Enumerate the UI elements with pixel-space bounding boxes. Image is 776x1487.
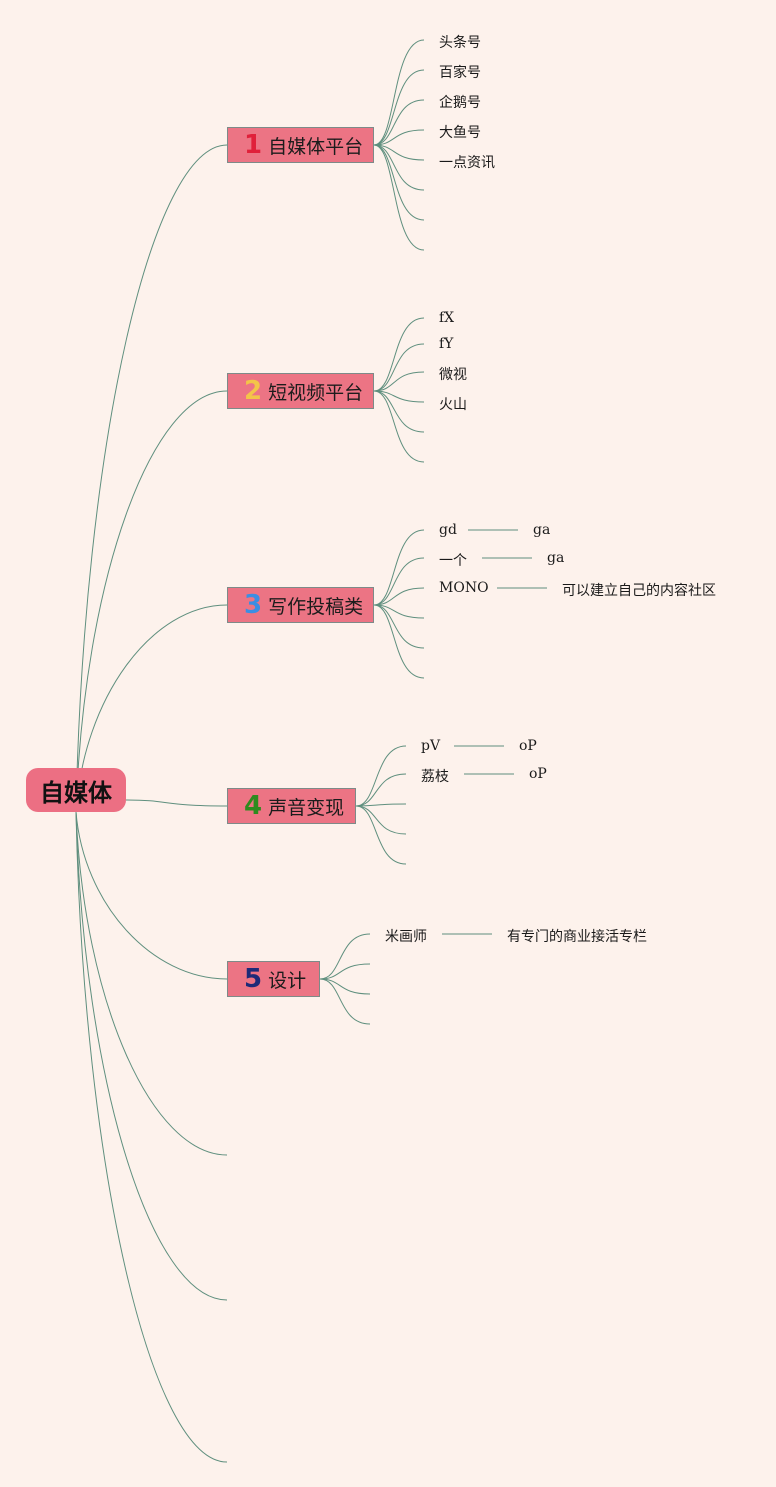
branch-connector bbox=[373, 371, 425, 392]
sub-leaf-item[interactable]: 有专门的商业接活专栏 bbox=[507, 929, 647, 945]
leaf-item[interactable]: 大鱼号 bbox=[439, 125, 481, 141]
branch-label-5: 设计 bbox=[268, 969, 307, 992]
branch-number-4: 4 bbox=[244, 791, 263, 821]
branch-number-5: 5 bbox=[244, 964, 263, 994]
leaf-item[interactable]: fX bbox=[439, 310, 455, 326]
branch-connector bbox=[355, 803, 407, 807]
branch-connector bbox=[355, 805, 407, 865]
root-connector bbox=[75, 390, 228, 813]
branch-node-1[interactable]: 1 自媒体平台 bbox=[227, 127, 374, 163]
leaf-item[interactable]: 企鹅号 bbox=[439, 95, 481, 111]
root-connector bbox=[75, 144, 228, 813]
branch-connector bbox=[373, 144, 425, 161]
branch-connector bbox=[373, 69, 425, 146]
branch-connector bbox=[373, 604, 425, 619]
branch-connector bbox=[373, 604, 425, 649]
leaf-item[interactable]: 一点资讯 bbox=[439, 155, 495, 171]
root-node[interactable]: 自媒体 bbox=[26, 768, 126, 812]
branch-connector bbox=[373, 144, 425, 251]
leaf-item[interactable]: 微视 bbox=[439, 367, 467, 383]
branch-connector bbox=[319, 978, 371, 995]
branch-connector bbox=[319, 963, 371, 980]
sub-leaf-item[interactable]: oP bbox=[529, 766, 547, 782]
sub-leaf-item[interactable]: oP bbox=[519, 738, 537, 754]
leaf-item[interactable]: 火山 bbox=[439, 397, 467, 413]
branch-connector bbox=[373, 99, 425, 146]
branch-connector bbox=[355, 773, 407, 807]
branch-node-3[interactable]: 3 写作投稿类 bbox=[227, 587, 374, 623]
branch-connector bbox=[373, 317, 425, 392]
branch-connector bbox=[355, 805, 407, 835]
branch-connector bbox=[373, 390, 425, 433]
leaf-item[interactable]: MONO bbox=[439, 580, 489, 596]
root-connector bbox=[75, 811, 228, 1463]
leaf-item[interactable]: 百家号 bbox=[439, 65, 481, 81]
leaf-item[interactable]: 一个 bbox=[439, 553, 467, 569]
root-label: 自媒体 bbox=[40, 778, 112, 807]
leaf-item[interactable]: fY bbox=[439, 336, 454, 352]
branch-connector bbox=[373, 39, 425, 146]
branch-connector bbox=[373, 557, 425, 606]
branch-node-2[interactable]: 2 短视频平台 bbox=[227, 373, 374, 409]
leaf-item[interactable]: 荔枝 bbox=[421, 769, 449, 785]
branch-connector bbox=[373, 390, 425, 463]
leaf-item[interactable]: pV bbox=[421, 738, 441, 754]
branch-connector bbox=[319, 933, 371, 980]
branch-label-3: 写作投稿类 bbox=[268, 595, 364, 618]
branch-label-1: 自媒体平台 bbox=[268, 135, 364, 158]
branch-connector bbox=[373, 144, 425, 191]
root-connector bbox=[75, 811, 228, 1301]
sub-leaf-item[interactable]: ga bbox=[547, 550, 565, 566]
branch-label-2: 短视频平台 bbox=[268, 381, 364, 404]
leaf-item[interactable]: gd bbox=[439, 522, 457, 538]
branch-connector bbox=[373, 144, 425, 221]
branch-number-3: 3 bbox=[244, 590, 263, 620]
sub-leaf-item[interactable]: ga bbox=[533, 522, 551, 538]
branch-connector bbox=[373, 604, 425, 679]
root-connector bbox=[75, 811, 228, 980]
branch-connector bbox=[355, 745, 407, 807]
sub-leaf-item[interactable]: 可以建立自己的内容社区 bbox=[562, 583, 716, 599]
leaf-item[interactable]: 米画师 bbox=[385, 929, 427, 945]
leaf-item[interactable]: 头条号 bbox=[439, 35, 481, 51]
branch-number-1: 1 bbox=[244, 130, 263, 160]
branch-connector bbox=[373, 129, 425, 146]
branch-connector bbox=[373, 587, 425, 606]
branch-connector bbox=[319, 978, 371, 1025]
branch-node-5[interactable]: 5 设计 bbox=[227, 961, 320, 997]
branch-connector bbox=[373, 390, 425, 403]
branch-number-2: 2 bbox=[244, 376, 263, 406]
root-connector bbox=[125, 799, 228, 807]
root-connector bbox=[75, 811, 228, 1156]
branch-node-4[interactable]: 4 声音变现 bbox=[227, 788, 356, 824]
branch-connector bbox=[373, 529, 425, 606]
branch-label-4: 声音变现 bbox=[268, 796, 345, 819]
branch-connector bbox=[373, 343, 425, 392]
